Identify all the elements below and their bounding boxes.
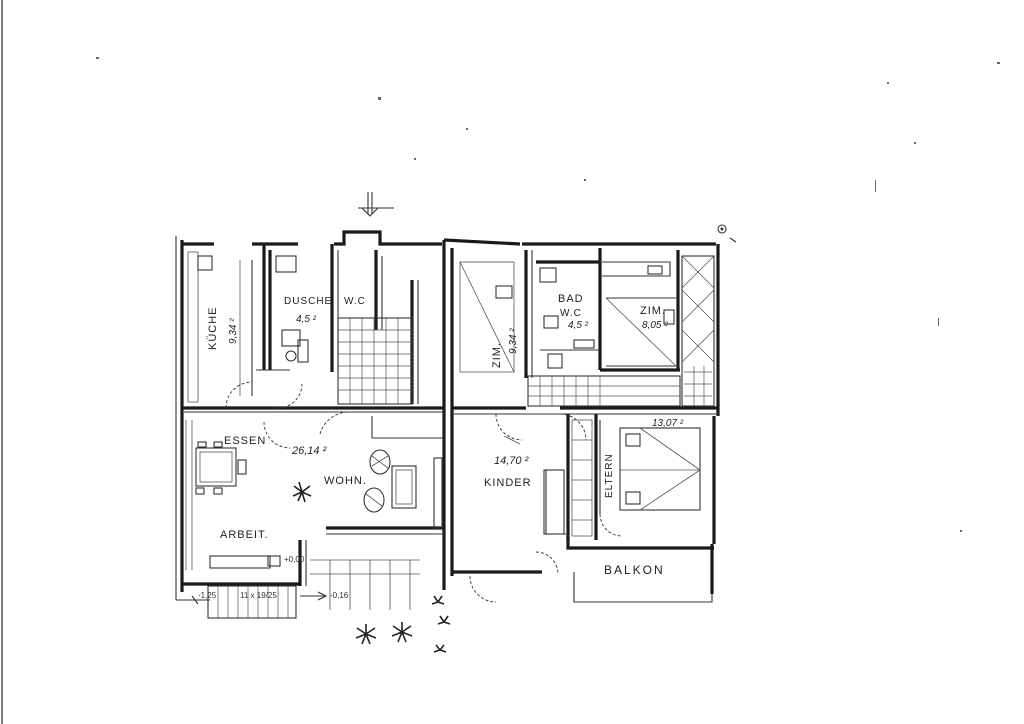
kueche-area: 9,34 ²	[228, 318, 239, 344]
zim2-area: 8,05 ²	[642, 320, 668, 331]
arbeit-label: ARBEIT.	[220, 529, 269, 541]
room-labels: KÜCHE 9,34 ² DUSCHE 4,5 ² W.C ZIM. 9,34 …	[207, 293, 684, 577]
exterior-walls	[175, 230, 720, 603]
dimension-floor-level: +0,00	[284, 555, 305, 564]
living-furniture	[209, 449, 443, 569]
zim1-label: ZIM.	[491, 342, 503, 368]
bed-zim1	[459, 261, 515, 373]
kueche-label: KÜCHE	[207, 306, 219, 350]
essen-label: ESSEN	[224, 435, 266, 447]
dimension-stairs: 11 x 19/25	[240, 591, 277, 600]
bad-label: BAD	[558, 293, 584, 305]
zim2-label: ZIM.	[640, 305, 666, 317]
kinder-area: 14,70 ²	[494, 455, 529, 467]
bathroom-fixtures	[275, 255, 675, 369]
dimension-left-step: -1,25	[198, 591, 217, 600]
stair-grid	[337, 317, 413, 405]
kitchen-counter	[197, 255, 253, 396]
dimension-right-step: -0,16	[330, 591, 349, 600]
dusche-area: 4,5 ²	[296, 314, 317, 325]
zim1-area: 9,34 ²	[508, 328, 519, 354]
north-marker-icon	[717, 224, 737, 243]
exterior-steps	[176, 559, 420, 619]
entrance-arrow-icon	[358, 192, 394, 217]
dining-table	[195, 441, 247, 495]
wall-shelves	[185, 251, 593, 570]
plant-icon	[292, 481, 451, 653]
door-swings	[225, 381, 623, 603]
kinder-label: KINDER	[484, 477, 532, 489]
corridor-grid	[527, 375, 681, 407]
bed-eltern	[619, 427, 701, 511]
wc-label: W.C	[344, 296, 366, 307]
wohn-area: 26,14 ²	[291, 445, 327, 457]
wohn-label: WOHN.	[324, 475, 367, 487]
kinder-furniture	[503, 435, 565, 535]
balkon-label: BALKON	[604, 563, 665, 577]
eltern-area: 13,07 ²	[652, 418, 684, 429]
dimension-labels: +0,00 -1,25 11 x 19/25 -0,16	[198, 555, 349, 600]
bad-area: 4,5 ²	[568, 320, 589, 331]
shaft-hatch	[681, 255, 715, 407]
dusche-label: DUSCHE	[284, 296, 332, 307]
bed-zim2	[605, 297, 677, 367]
eltern-label: ELTERN	[604, 453, 615, 498]
bad-label-2: W.C	[560, 308, 582, 319]
scan-noise	[96, 57, 1000, 532]
